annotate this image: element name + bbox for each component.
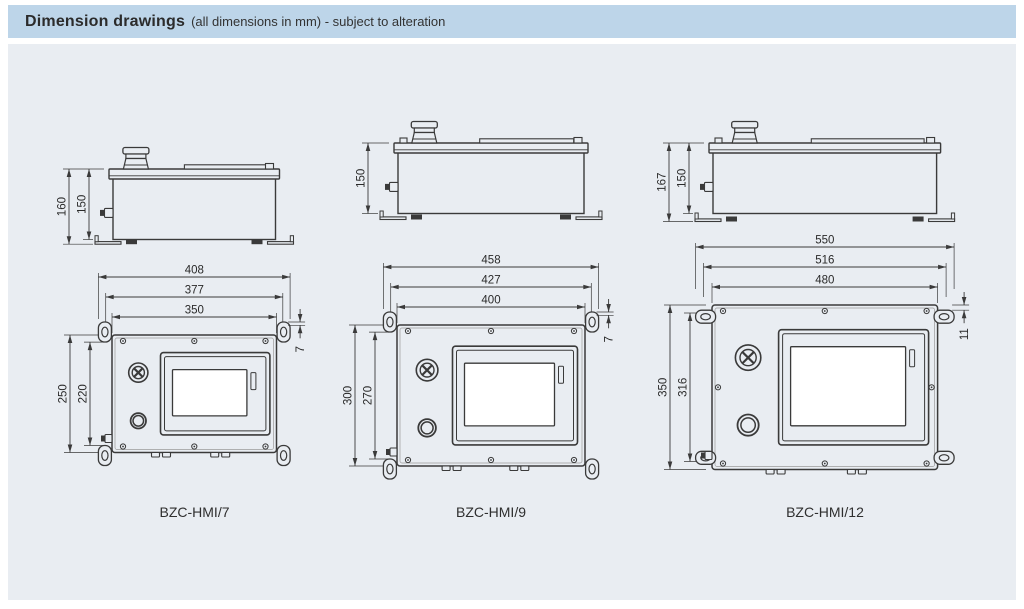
- svg-text:150: 150: [356, 169, 368, 188]
- width-dimensions: 550 516 480: [695, 235, 955, 303]
- estop-button-icon: [415, 358, 439, 382]
- svg-text:300: 300: [343, 386, 355, 405]
- svg-text:7: 7: [604, 336, 616, 342]
- front-view-bzc-hmi-12: 550 516 480 350 316 11: [658, 235, 971, 475]
- display-screen: [777, 328, 930, 446]
- svg-text:427: 427: [481, 275, 500, 287]
- svg-text:480: 480: [815, 275, 834, 287]
- cover-screws: [714, 307, 935, 467]
- height-dimensions: 250 220: [58, 334, 106, 453]
- svg-text:160: 160: [57, 197, 69, 216]
- estop-button-side-icon: [410, 120, 438, 144]
- section-title: Dimension drawings: [25, 13, 186, 30]
- side-view-bzc-hmi-9: 150: [356, 120, 603, 221]
- svg-text:350: 350: [658, 378, 670, 397]
- tab-offset-dimension: 11: [952, 292, 971, 340]
- cover-screws: [119, 337, 269, 450]
- svg-text:408: 408: [185, 265, 204, 277]
- svg-text:550: 550: [815, 235, 834, 247]
- estop-button-side-icon: [731, 120, 759, 144]
- side-height-dimensions: 150: [356, 142, 389, 214]
- unit-caption-bzc-hmi-12: BZC-HMI/12: [786, 504, 864, 520]
- side-connector-icon: [385, 181, 399, 192]
- svg-text:377: 377: [185, 285, 204, 297]
- cable-glands: [386, 447, 530, 472]
- display-screen: [159, 351, 271, 436]
- svg-text:167: 167: [657, 173, 669, 192]
- side-height-dimensions: 160 150: [57, 168, 104, 245]
- side-height-dimensions: 167 150: [657, 142, 704, 222]
- svg-text:458: 458: [481, 255, 500, 267]
- side-connector-icon: [700, 181, 714, 192]
- estop-button-side-icon: [122, 146, 150, 170]
- tab-offset-dimension: 7: [288, 309, 307, 353]
- svg-text:150: 150: [77, 195, 89, 214]
- display-screen: [451, 345, 579, 446]
- height-dimensions: 350 316: [658, 304, 706, 470]
- front-view-bzc-hmi-9: 458 427 400 300 270 7: [343, 255, 616, 480]
- section-subtitle: (all dimensions in mm) - subject to alte…: [191, 14, 446, 29]
- cable-glands: [101, 433, 231, 458]
- mounting-feet: [694, 212, 956, 223]
- tab-offset-dimension: 7: [596, 299, 616, 343]
- width-dimensions: 408 377 350: [98, 265, 291, 333]
- svg-text:150: 150: [677, 169, 689, 188]
- svg-text:250: 250: [58, 384, 70, 403]
- estop-button-icon: [127, 362, 149, 384]
- side-view-bzc-hmi-12: 167 150: [657, 120, 956, 223]
- svg-text:7: 7: [295, 346, 307, 352]
- width-dimensions: 458 427 400: [383, 255, 599, 323]
- cover-screws: [404, 327, 578, 464]
- mounting-feet: [379, 210, 603, 221]
- side-view-bzc-hmi-7: 160 150: [57, 146, 295, 245]
- svg-text:11: 11: [959, 328, 971, 340]
- svg-text:220: 220: [78, 384, 90, 403]
- estop-button-icon: [734, 344, 762, 372]
- svg-text:516: 516: [815, 255, 834, 267]
- section-header: Dimension drawings (all dimensions in mm)…: [8, 5, 1016, 38]
- mounting-tabs: [97, 321, 291, 467]
- enclosure-side-body: [708, 136, 942, 215]
- unit-caption-bzc-hmi-9: BZC-HMI/9: [456, 504, 526, 520]
- svg-text:316: 316: [678, 378, 690, 397]
- mounting-tabs: [382, 311, 600, 480]
- svg-text:350: 350: [185, 305, 204, 317]
- connector-socket-icon: [129, 412, 147, 430]
- connector-socket-icon: [417, 418, 437, 438]
- side-connector-icon: [100, 207, 114, 218]
- connector-socket-icon: [736, 413, 760, 437]
- cable-glands: [701, 450, 867, 475]
- mounting-feet: [94, 235, 295, 245]
- height-dimensions: 300 270: [343, 324, 391, 467]
- front-view-bzc-hmi-7: 408 377 350 250 220 7: [58, 265, 307, 467]
- unit-caption-bzc-hmi-7: BZC-HMI/7: [159, 504, 230, 520]
- enclosure-side-body: [108, 162, 281, 241]
- enclosure-side-body: [393, 136, 589, 215]
- svg-text:400: 400: [481, 295, 500, 307]
- svg-text:270: 270: [363, 386, 375, 405]
